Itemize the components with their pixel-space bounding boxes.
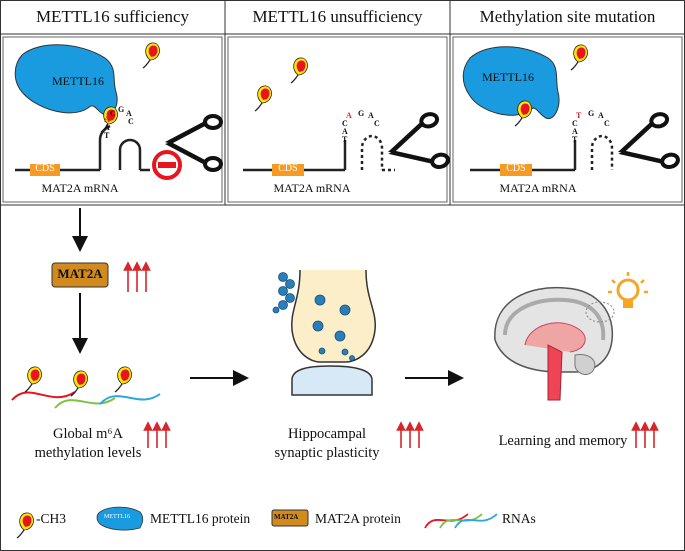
legend-ch3-label: -CH3 <box>36 511 66 526</box>
hippocampal-label: Hippocampal synaptic plasticity <box>274 426 380 461</box>
mrna-label: MAT2A mRNA <box>499 181 577 195</box>
legend-rnas-icon <box>424 513 498 529</box>
panel-title-unsufficiency: METTL16 unsufficiency <box>252 7 423 26</box>
panel-title-sufficiency: METTL16 sufficiency <box>35 7 190 26</box>
legend-mettl16-icon-text: METTL16 <box>104 514 130 520</box>
no-entry-icon <box>152 150 182 180</box>
protein-label: METTL16 <box>52 74 104 88</box>
methylated-rnas <box>11 366 161 409</box>
up-arrows-outcomes <box>143 421 659 448</box>
cds-label: CDS <box>278 163 298 174</box>
legend-ch3-icon <box>16 512 35 539</box>
panel-mutation <box>462 44 682 182</box>
panel-title-mutation: Methylation site mutation <box>479 7 656 26</box>
panel-sufficiency <box>14 42 223 180</box>
global-m6a-label: Global m⁶A methylation levels <box>34 426 142 461</box>
protein-label: METTL16 <box>482 70 534 84</box>
cds-box <box>30 164 60 176</box>
scissors-icon <box>379 110 452 182</box>
legend-mettl16-icon <box>96 506 144 531</box>
ch3-icon <box>114 366 133 393</box>
scissors-icon <box>609 110 682 182</box>
ch3-icon <box>24 366 43 393</box>
ch3-free-icon <box>290 57 309 84</box>
up-arrows-mat2a <box>123 261 151 292</box>
cds-box <box>500 164 532 176</box>
cds-label: CDS <box>35 163 55 174</box>
legend-rnas-label: RNAs <box>502 511 536 526</box>
legend-mettl16-label: METTL16 protein <box>150 511 251 526</box>
brain-illustration <box>494 286 615 401</box>
mat2a-box-label: MAT2A <box>57 266 103 281</box>
legend-mat2a-icon <box>271 509 309 527</box>
mrna-label: MAT2A mRNA <box>41 181 119 195</box>
mrna-label: MAT2A mRNA <box>273 181 351 195</box>
legend-mat2a-label: MAT2A protein <box>315 511 401 526</box>
synapse-illustration <box>272 269 376 396</box>
lightbulb-icon <box>608 272 648 308</box>
panel-unsufficiency <box>243 57 452 182</box>
mat2a-box <box>51 262 109 288</box>
ch3-free-icon <box>254 85 273 112</box>
mettl16-protein <box>14 44 118 116</box>
ch3-free-icon <box>142 42 161 69</box>
mettl16-protein <box>462 46 560 120</box>
cds-box <box>272 164 304 176</box>
learning-memory-label: Learning and memory <box>498 433 628 449</box>
cds-label: CDS <box>506 163 526 174</box>
ch3-free-icon <box>570 44 589 71</box>
legend-mat2a-icon-text: MAT2A <box>274 513 299 521</box>
